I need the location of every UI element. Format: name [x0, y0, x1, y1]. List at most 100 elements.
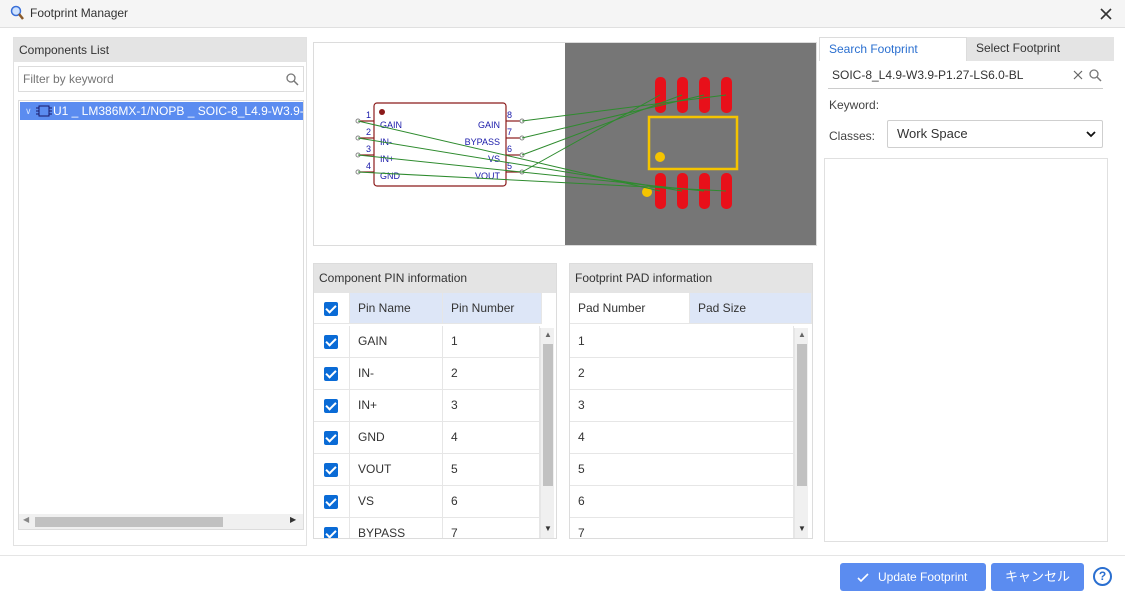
pin-number-label: 2 [366, 127, 371, 137]
scroll-left-icon[interactable]: ◀ [23, 515, 30, 524]
scrollbar-thumb[interactable] [543, 344, 553, 486]
pin-number-cell[interactable]: 3 [443, 390, 540, 422]
close-icon[interactable] [1097, 5, 1115, 23]
scroll-up-icon[interactable]: ▲ [798, 330, 806, 339]
pin-number-cell[interactable]: 6 [443, 486, 540, 518]
pin-name-label: VS [488, 154, 500, 164]
row-checkbox[interactable] [324, 462, 338, 477]
scrollbar-thumb[interactable] [797, 344, 807, 486]
pin-name-cell[interactable]: VOUT [350, 454, 443, 486]
classes-select[interactable]: Work Space [887, 120, 1103, 148]
pin-vertical-scrollbar[interactable]: ▲ ▼ [540, 328, 554, 538]
pad-vertical-scrollbar[interactable]: ▲ ▼ [794, 328, 808, 538]
footprint-results-list[interactable] [824, 158, 1108, 542]
magnifier-icon [10, 5, 24, 20]
window-title: Footprint Manager [30, 6, 129, 20]
pad-number-cell[interactable]: 6 [570, 486, 794, 518]
bottom-pad [655, 173, 666, 209]
footer-divider [0, 555, 1125, 556]
pin-name-cell[interactable]: GAIN [350, 326, 443, 358]
pad-number-cell[interactable]: 5 [570, 454, 794, 486]
row-checkbox-cell [314, 390, 350, 422]
row-checkbox[interactable] [324, 526, 338, 538]
pin-name-cell[interactable]: VS [350, 486, 443, 518]
scroll-up-icon[interactable]: ▲ [544, 330, 552, 339]
pin-name-label: GAIN [478, 120, 500, 130]
pad-number-cell[interactable]: 3 [570, 390, 794, 422]
pin-name-cell[interactable]: BYPASS [350, 518, 443, 538]
pin-number-label: 1 [366, 110, 371, 120]
help-icon[interactable]: ? [1093, 567, 1112, 586]
pin-number-cell[interactable]: 5 [443, 454, 540, 486]
pad-number-cell[interactable]: 7 [570, 518, 794, 538]
row-checkbox[interactable] [324, 494, 338, 509]
filter-input[interactable] [19, 67, 281, 91]
row-checkbox[interactable] [324, 334, 338, 349]
row-checkbox-cell [314, 358, 350, 390]
bottom-pad [721, 173, 732, 209]
keyword-label: Keyword: [829, 98, 880, 112]
components-header: Components List [14, 38, 306, 62]
pin-name-cell[interactable]: IN- [350, 358, 443, 390]
col-pad-number[interactable]: Pad Number [570, 293, 690, 324]
scrollbar-thumb[interactable] [35, 517, 223, 527]
silkscreen-outline [647, 115, 739, 171]
footprint-search-input[interactable] [828, 64, 1068, 86]
col-pin-name[interactable]: Pin Name [350, 293, 443, 324]
clear-icon[interactable] [1073, 70, 1083, 80]
select-all-checkbox[interactable] [324, 301, 338, 316]
row-checkbox-cell [314, 422, 350, 454]
expand-arrow-icon[interactable]: ∨ [25, 106, 32, 116]
row-checkbox-cell [314, 486, 350, 518]
footprint-search-box [828, 62, 1103, 89]
scroll-down-icon[interactable]: ▼ [798, 524, 806, 533]
row-checkbox[interactable] [324, 430, 338, 445]
title-bar: Footprint Manager [0, 0, 1125, 28]
horizontal-scrollbar[interactable]: ◀ ▶ [19, 514, 303, 529]
pin-number-cell[interactable]: 1 [443, 326, 540, 358]
pin-name-label: IN+ [380, 154, 394, 164]
pad-table-header: Pad Number Pad Size [570, 293, 812, 324]
tab-select-footprint[interactable]: Select Footprint [976, 41, 1061, 55]
tab-search-footprint[interactable]: Search Footprint [819, 37, 967, 61]
update-footprint-button[interactable]: Update Footprint [840, 563, 986, 591]
pin-name-label: BYPASS [465, 137, 500, 147]
pin-table-row[interactable]: IN+3 [314, 390, 540, 422]
ratsnest-line [357, 154, 705, 192]
search-icon[interactable] [1088, 68, 1102, 82]
row-checkbox[interactable] [324, 398, 338, 413]
scroll-right-icon[interactable]: ▶ [290, 515, 297, 524]
pin-name-cell[interactable]: IN+ [350, 390, 443, 422]
pad-number-cell[interactable]: 1 [570, 326, 794, 358]
pad-info-panel: Footprint PAD information Pad Number Pad… [569, 263, 813, 539]
row-checkbox-cell [314, 326, 350, 358]
pin-table-row[interactable]: IN-2 [314, 358, 540, 390]
pin-number-cell[interactable]: 2 [443, 358, 540, 390]
scroll-down-icon[interactable]: ▼ [544, 524, 552, 533]
row-checkbox[interactable] [324, 366, 338, 381]
chevron-down-icon [1086, 131, 1096, 138]
pad-number-cell[interactable]: 2 [570, 358, 794, 390]
pad-number-cell[interactable]: 4 [570, 422, 794, 454]
pin-info-panel: Component PIN information Pin Name Pin N… [313, 263, 557, 539]
tree-item[interactable]: ∨ U1 _ LM386MX-1/NOPB _ SOIC-8_L4.9-W3.9… [20, 102, 303, 120]
col-pad-size[interactable]: Pad Size [690, 293, 812, 324]
search-panel: Search Footprint Select Footprint Keywor… [819, 37, 1114, 546]
pin-name-label: VOUT [475, 171, 501, 181]
col-pin-number[interactable]: Pin Number [443, 293, 542, 324]
pin-number-cell[interactable]: 4 [443, 422, 540, 454]
pin-name-cell[interactable]: GND [350, 422, 443, 454]
pin-table-header: Pin Name Pin Number [314, 293, 542, 324]
search-icon[interactable] [285, 72, 299, 86]
pin-number-cell[interactable]: 7 [443, 518, 540, 538]
cancel-button[interactable]: キャンセル [991, 563, 1084, 591]
pin-info-header: Component PIN information [314, 264, 556, 293]
